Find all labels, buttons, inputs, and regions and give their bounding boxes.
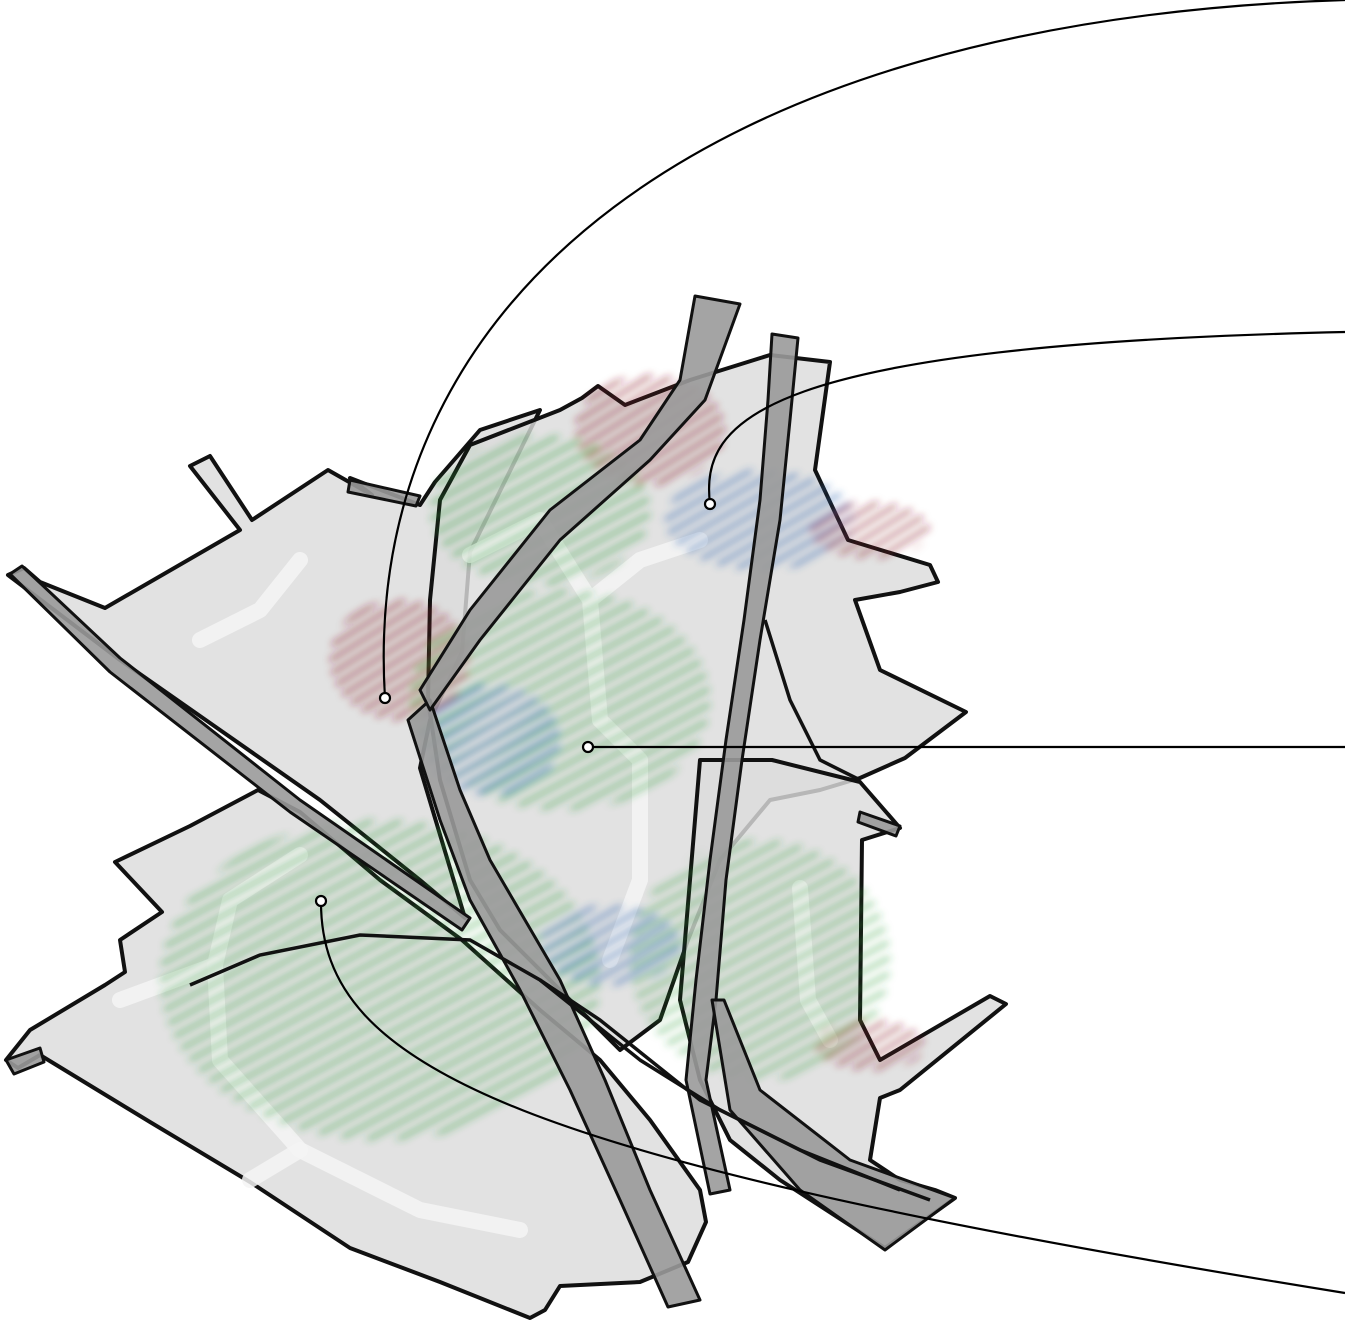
leaders-layer	[314, 0, 1345, 1295]
tall-right-strip	[684, 332, 800, 1196]
leader-bottom	[319, 900, 1345, 1295]
leader-top	[382, 0, 1345, 699]
blue-field-lower	[540, 905, 680, 985]
red-field-right	[810, 502, 930, 558]
upper-spine-strip	[418, 294, 742, 712]
leader-upper-right-anchor	[703, 497, 717, 511]
small-tab-strip-1	[346, 478, 422, 508]
small-tab-strip-2	[856, 810, 902, 838]
road-left-1	[192, 552, 308, 648]
edge-line-diagonal	[539, 978, 931, 1202]
edge-line-right-curve	[763, 619, 861, 782]
leader-upper-right	[707, 330, 1345, 505]
green-field-upper	[430, 435, 650, 585]
strips-layer	[4, 294, 957, 1309]
road-lower-3	[242, 1142, 308, 1188]
left-rail-strip	[8, 564, 472, 932]
edge-lines-layer	[189, 619, 931, 1202]
small-tab-strip-3	[4, 1046, 46, 1076]
leader-top-anchor	[378, 691, 392, 705]
leader-bottom-anchor	[314, 894, 328, 908]
leader-middle-anchor	[581, 740, 595, 754]
red-field-bottom-right	[815, 1020, 925, 1070]
blue-field-center	[420, 685, 560, 795]
central-spine-strip	[406, 698, 702, 1309]
